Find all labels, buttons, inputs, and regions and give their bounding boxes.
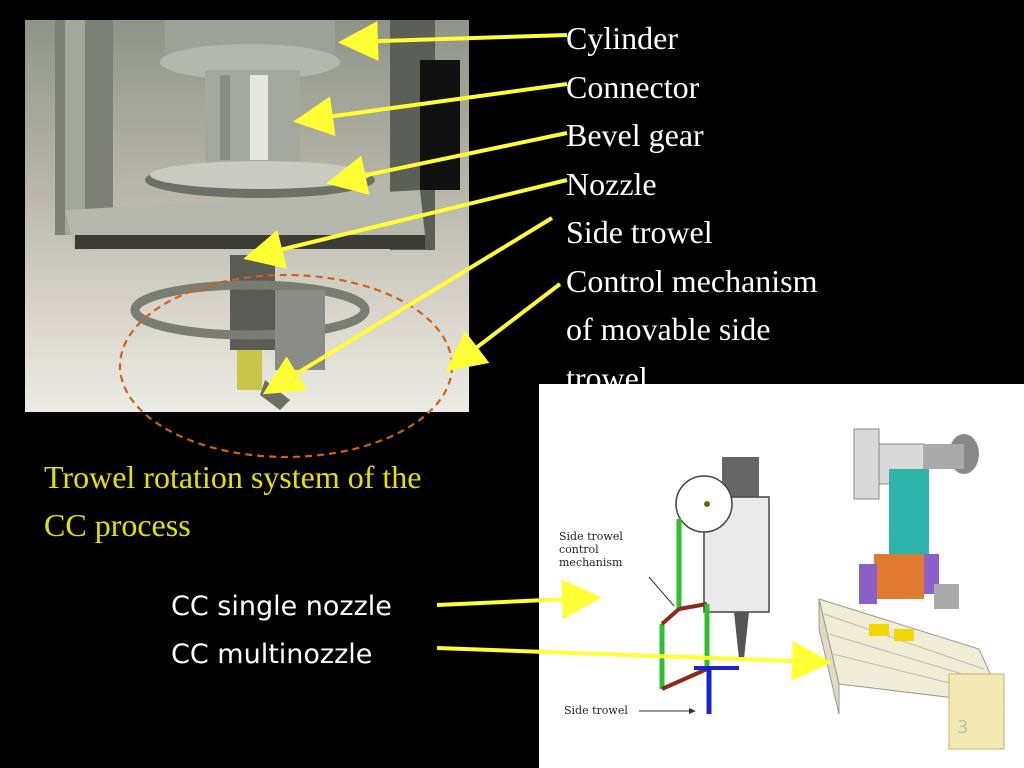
diagram-label-control-1: Side trowel <box>559 530 623 543</box>
label-control-mechanism-2: of movable side <box>566 311 771 347</box>
component-label-list: Cylinder Connector Bevel gear Nozzle Sid… <box>566 14 818 402</box>
arrow-control-mechanism <box>445 282 562 372</box>
page-number: 3 <box>957 717 969 738</box>
diagram-label-side-trowel: Side trowel <box>564 704 628 717</box>
caption-line-1: Trowel rotation system of the <box>44 459 422 495</box>
diagram-label-control-2: control <box>559 543 599 556</box>
label-control-mechanism-1: Control mechanism <box>566 262 818 299</box>
caption-line-2: CC process <box>44 507 191 543</box>
arrow-nozzle <box>243 178 568 269</box>
photo-caption: Trowel rotation system of the CC process <box>44 453 421 549</box>
arrow-side-trowel <box>262 216 554 395</box>
label-bevel-gear: Bevel gear <box>566 117 704 153</box>
label-nozzle: Nozzle <box>566 165 657 202</box>
label-control-mechanism-3: trowel <box>566 359 648 396</box>
arrow-bevel-gear <box>326 131 568 195</box>
arrow-cc-single-nozzle <box>436 579 602 620</box>
arrow-connector <box>293 82 568 137</box>
diagram-label-control-3: mechanism <box>559 556 623 569</box>
arrow-cylinder <box>338 21 568 62</box>
arrow-cc-multinozzle <box>436 640 832 681</box>
highlight-ellipse <box>118 273 454 459</box>
label-side-trowel: Side trowel <box>566 214 713 250</box>
label-connector: Connector <box>566 68 700 105</box>
trowel-system-photo <box>25 20 469 412</box>
label-cc-multinozzle: CC multinozzle <box>171 639 373 670</box>
nozzle-schematic-diagram: Side trowel control mechanism Side trowe… <box>539 384 1024 768</box>
label-cc-single-nozzle: CC single nozzle <box>171 591 392 622</box>
label-cylinder: Cylinder <box>566 20 678 56</box>
